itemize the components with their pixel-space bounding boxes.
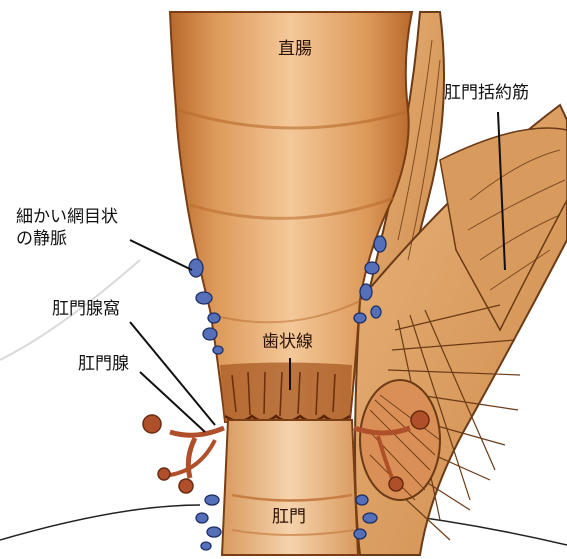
venous-plexus-label-line1: 細かい網目状 [16,206,136,228]
anal-sphincter-label: 肛門括約筋 [444,82,529,104]
anal-crypt-label: 肛門腺窩 [52,298,120,320]
venous-plexus-label-line2: の静脈 [16,228,136,250]
venous-plexus-label: 細かい網目状 の静脈 [16,206,136,250]
anus-label: 肛門 [272,506,306,528]
anal-canal [222,420,358,555]
dentate-line-label: 歯状線 [262,331,313,353]
anal-gland-label: 肛門腺 [78,353,129,375]
rectum-label: 直腸 [278,38,312,60]
